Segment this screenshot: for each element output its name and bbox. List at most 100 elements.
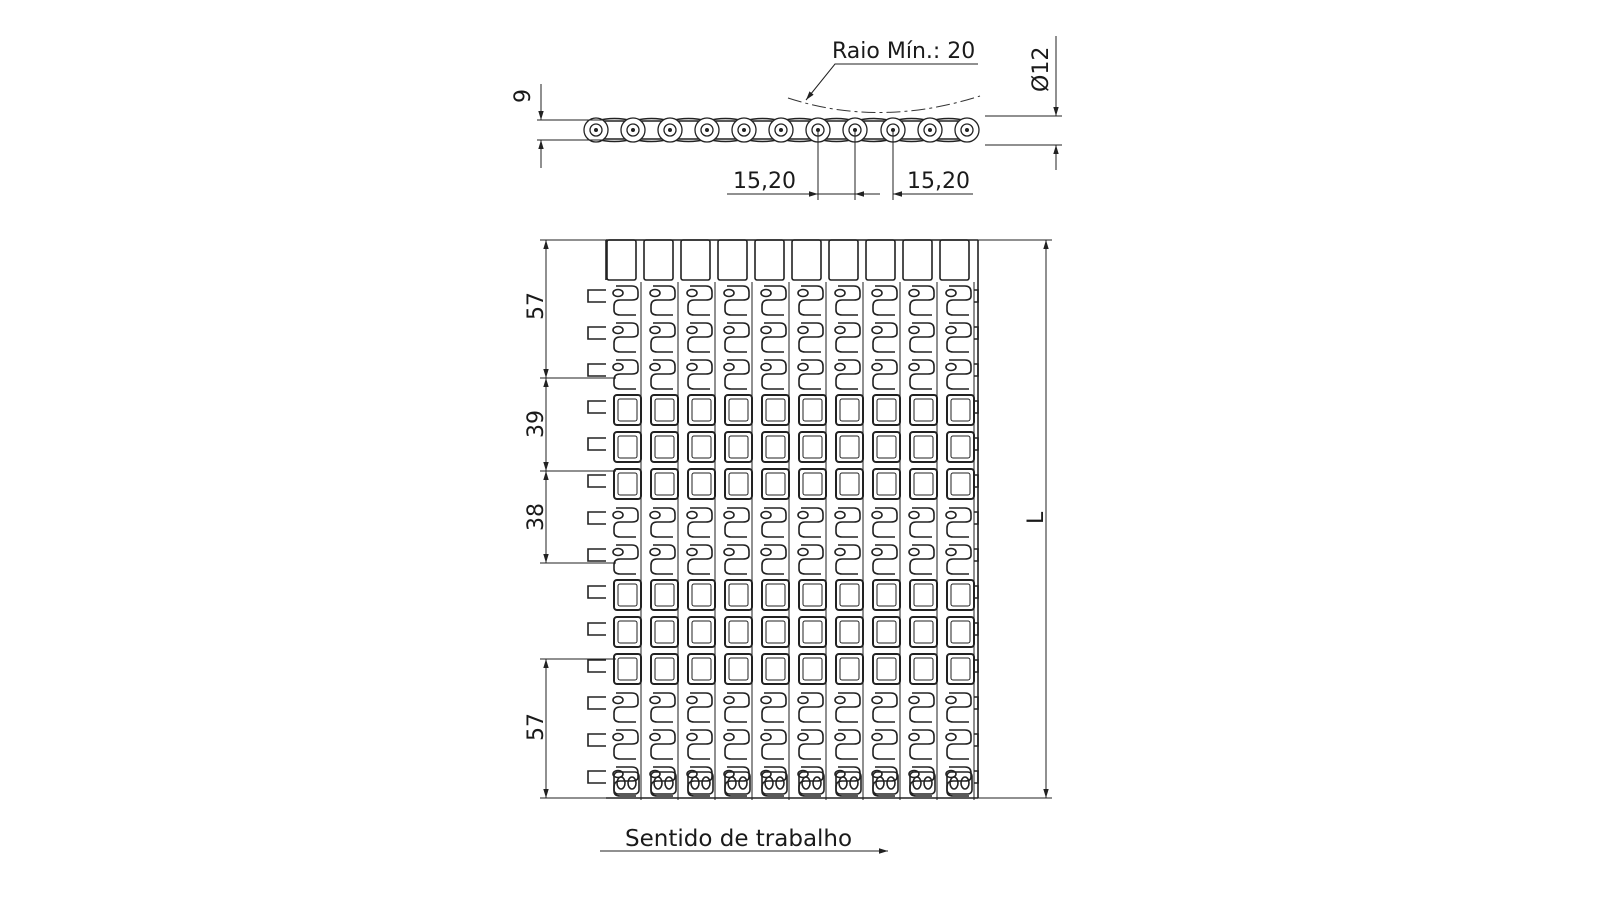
belt-pin-slot: [908, 695, 920, 705]
bottom-comb-tooth: [835, 771, 862, 795]
belt-pin-slot: [871, 288, 883, 298]
edge-tab-left: [587, 696, 606, 710]
min-radius-arc: [787, 95, 981, 113]
length-label: L: [1024, 511, 1049, 524]
belt-pin-slot: [723, 362, 735, 372]
belt-hinge-link: [650, 544, 676, 575]
belt-pad-inner: [617, 435, 638, 459]
belt-pad-inner: [691, 398, 712, 422]
belt-pin-slot: [760, 510, 772, 520]
belt-pin-slot: [871, 325, 883, 335]
side-link-pin-center: [594, 128, 598, 132]
belt-hinge-link: [835, 285, 861, 316]
belt-hinge-link: [872, 729, 898, 760]
belt-pad-inner: [950, 657, 971, 681]
belt-pin-slot: [612, 732, 624, 742]
belt-pad-inner: [913, 583, 934, 607]
belt-pad-inner: [691, 657, 712, 681]
belt-pin-slot: [649, 325, 661, 335]
belt-hinge-link: [613, 729, 639, 760]
belt-pin-slot: [871, 695, 883, 705]
belt-pad-inner: [913, 472, 934, 496]
belt-pad-inner: [950, 398, 971, 422]
belt-hinge-link: [872, 285, 898, 316]
belt-pad-inner: [728, 472, 749, 496]
belt-pin-slot: [686, 362, 698, 372]
belt-pin-slot: [908, 325, 920, 335]
bottom-comb-tooth: [872, 771, 899, 795]
belt-pad-inner: [802, 620, 823, 644]
bottom-comb-tooth: [650, 771, 677, 795]
belt-pad-inner: [802, 657, 823, 681]
side-link-pin-center: [853, 128, 857, 132]
belt-pad-inner: [802, 435, 823, 459]
belt-hinge-link: [946, 507, 972, 538]
side-link-pin-center: [965, 128, 969, 132]
belt-hinge-link: [761, 692, 787, 723]
belt-pin-slot: [908, 547, 920, 557]
belt-hinge-link: [946, 322, 972, 353]
bottom-comb-tooth: [946, 771, 973, 795]
belt-pad-inner: [617, 398, 638, 422]
bottom-eye: [653, 776, 663, 790]
edge-tab-left: [587, 622, 606, 636]
belt-pin-slot: [871, 732, 883, 742]
belt-pin-slot: [797, 510, 809, 520]
belt-hinge-link: [687, 729, 713, 760]
belt-hinge-link: [909, 285, 935, 316]
belt-pin-slot: [797, 325, 809, 335]
belt-pin-slot: [945, 362, 957, 372]
belt-pin-slot: [723, 547, 735, 557]
bottom-eye: [775, 776, 785, 790]
belt-pad-inner: [913, 398, 934, 422]
length-dimension: L: [978, 239, 1052, 799]
belt-pin-slot: [945, 510, 957, 520]
belt-hinge-link: [909, 544, 935, 575]
belt-pin-slot: [945, 288, 957, 298]
side-link-pin-center: [816, 128, 820, 132]
belt-pin-slot: [797, 695, 809, 705]
edge-tab-left: [587, 548, 606, 562]
edge-tab-left: [587, 363, 606, 377]
bottom-eye: [875, 776, 885, 790]
belt-hinge-link: [761, 766, 787, 797]
edge-tab-left: [587, 474, 606, 488]
bottom-eye: [801, 776, 811, 790]
belt-pad-inner: [691, 435, 712, 459]
belt-pad-inner: [876, 583, 897, 607]
belt-pin-slot: [686, 547, 698, 557]
bottom-eye: [690, 776, 700, 790]
belt-hinge-link: [761, 359, 787, 390]
top-comb-tooth: [680, 239, 711, 281]
belt-hinge-link: [687, 544, 713, 575]
min-radius-label: Raio Mín.: 20: [832, 39, 975, 64]
belt-pin-slot: [723, 325, 735, 335]
belt-pin-slot: [760, 547, 772, 557]
pitch-dimensions: 15,20 15,20: [727, 132, 973, 200]
belt-pad-inner: [913, 657, 934, 681]
belt-pin-slot: [649, 732, 661, 742]
belt-pin-slot: [649, 362, 661, 372]
belt-hinge-link: [798, 285, 824, 316]
belt-pin-slot: [686, 325, 698, 335]
height-dimension: 9: [511, 84, 602, 168]
belt-pin-slot: [834, 695, 846, 705]
belt-hinge-link: [798, 729, 824, 760]
edge-tab-left: [587, 437, 606, 451]
belt-pin-slot: [908, 769, 920, 779]
belt-pad-inner: [617, 472, 638, 496]
belt-pin-slot: [723, 732, 735, 742]
belt-pin-slot: [871, 769, 883, 779]
pitch-left-label: 15,20: [733, 169, 796, 194]
direction-label: Sentido de trabalho: [625, 826, 852, 852]
belt-hinge-link: [835, 544, 861, 575]
belt-hinge-link: [687, 507, 713, 538]
edge-tab-left: [587, 511, 606, 525]
belt-pin-slot: [612, 288, 624, 298]
belt-pin-slot: [834, 288, 846, 298]
belt-hinge-link: [946, 692, 972, 723]
belt-pin-slot: [797, 547, 809, 557]
belt-pin-slot: [723, 695, 735, 705]
belt-pin-slot: [834, 510, 846, 520]
